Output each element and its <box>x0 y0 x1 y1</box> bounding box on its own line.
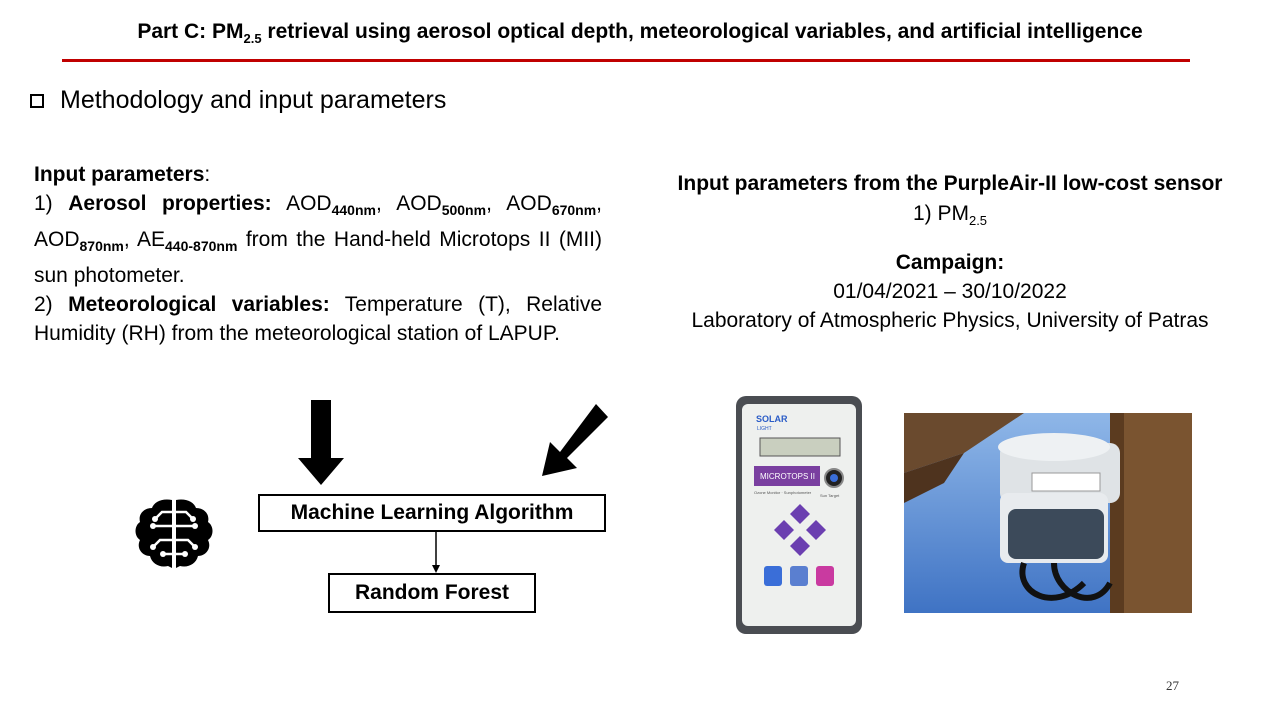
aod-500: AOD <box>396 192 442 215</box>
title-divider <box>62 59 1190 62</box>
item2-text: Temperature (T), Relative Humidity (RH) … <box>34 293 602 346</box>
device-brand-sub: LIGHT <box>757 426 772 432</box>
input-parameters-heading: Input parameters: <box>34 160 602 189</box>
purpleair-heading: Input parameters from the PurpleAir-II l… <box>677 172 1223 195</box>
item1-bold: Aerosol properties <box>68 192 265 215</box>
aod-440: AOD <box>286 192 332 215</box>
item2-bold: Meteorological variables: <box>68 293 330 317</box>
aerosol-item: 1) Aerosol properties: AOD440nm, AOD500n… <box>34 192 603 288</box>
item2-number: 2) <box>34 293 69 317</box>
campaign-location: Laboratory of Atmospheric Physics, Unive… <box>691 309 1209 332</box>
aod-440-sub: 440nm <box>331 202 376 219</box>
microtops-photometer-image: SOLAR LIGHT MICROTOPS II Ozone Monitor ·… <box>736 396 862 634</box>
item1-colon: : <box>264 192 272 215</box>
device-sun-target: Sun Target <box>820 493 840 498</box>
machine-learning-box: Machine Learning Algorithm <box>258 494 606 532</box>
ae-sub: 440-870nm <box>165 238 238 255</box>
device-model: MICROTOPS II <box>760 472 815 481</box>
aod-500-sub: 500nm <box>441 202 487 219</box>
brain-circuit-icon <box>135 499 213 568</box>
page-number: 27 <box>1166 678 1179 693</box>
input-parameters-text: Input parameters: 1) Aerosol properties:… <box>34 160 602 348</box>
title-subscript: 2.5 <box>243 31 262 47</box>
ml-label: Machine Learning Algorithm <box>290 501 574 524</box>
item1-number: 1) <box>34 192 69 215</box>
arrow-diagonal-icon <box>542 404 608 476</box>
section-heading-text: Methodology and input parameters <box>60 86 447 114</box>
device-brand: SOLAR <box>756 414 788 424</box>
purpleair-sensor-photo <box>904 413 1192 613</box>
heading-colon: : <box>204 163 211 186</box>
title-text-pre: Part C: PM <box>137 20 244 43</box>
arrow-down-icon <box>298 400 344 485</box>
aod-870-sub: 870nm <box>79 238 124 255</box>
aod-670: AOD <box>506 192 552 215</box>
title-text-post: retrieval using aerosol optical depth, m… <box>261 20 1143 43</box>
campaign-dates: 01/04/2021 – 30/10/2022 <box>833 280 1067 303</box>
heading-bold: Input parameters <box>34 163 205 186</box>
item1-tail: from the Hand-held Microtops II (MII) su… <box>34 228 602 288</box>
pm-prefix: 1) PM <box>912 202 969 225</box>
rf-label: Random Forest <box>354 581 509 604</box>
connector-arrow-icon <box>432 532 440 573</box>
aod-870: AOD <box>34 228 80 252</box>
random-forest-box: Random Forest <box>328 573 536 613</box>
campaign-label: Campaign: <box>895 251 1005 274</box>
pm-sub: 2.5 <box>968 213 988 229</box>
pm25-item: 1) PM2.5 <box>640 202 1260 228</box>
device-model-sub: Ozone Monitor · Sunphotometer <box>754 490 812 495</box>
section-heading: Methodology and input parameters <box>30 86 446 115</box>
meteorological-item: 2) Meteorological variables: Temperature… <box>34 290 602 348</box>
ae: AE <box>137 228 166 252</box>
checkbox-icon <box>30 93 44 108</box>
aod-670-sub: 670nm <box>551 202 597 219</box>
slide-title: Part C: PM2.5 retrieval using aerosol op… <box>0 20 1280 46</box>
